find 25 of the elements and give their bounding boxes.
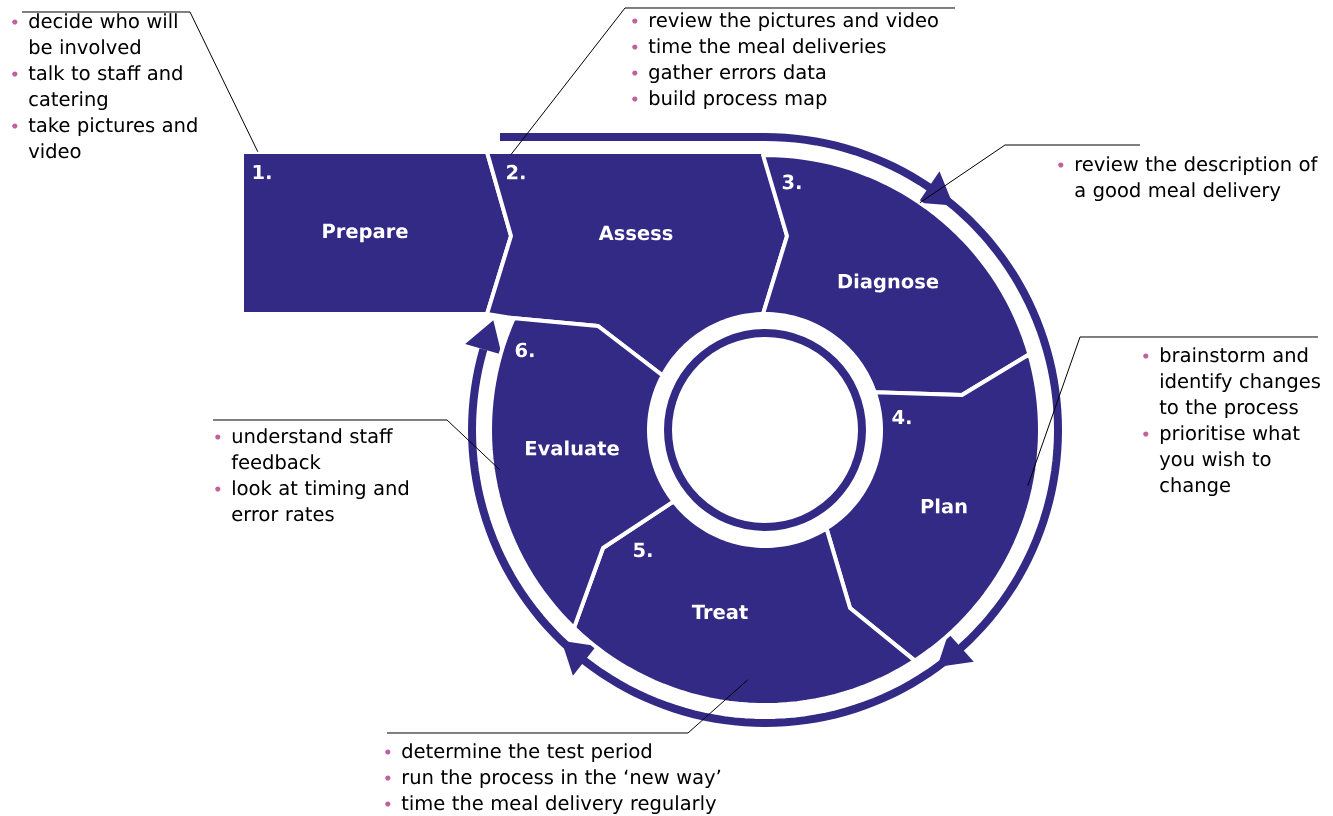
leader-line [212, 419, 501, 471]
node-label: run the process in the ‘new way’ [402, 769, 721, 789]
leader-line [21, 11, 259, 153]
node-label: time the meal delivery regularly [401, 795, 717, 815]
leader-line [386, 679, 749, 734]
stage-segment: 5. Treat [572, 499, 917, 707]
bullet-list: determine the test period run the process in the ‘new way’ time the meal delivery regularly [385, 743, 721, 815]
leader-line [1027, 336, 1319, 487]
node-label: prioritise what you wish to change [1159, 425, 1300, 497]
bullet-list: understand staff feedback look at timing and error rates [215, 428, 408, 522]
node-label: time the meal deliveries [648, 38, 886, 54]
leader-line [919, 144, 1141, 204]
node-label: determine the test period [402, 743, 651, 763]
bullet-list: review the description of a good meal delivery [1058, 156, 1318, 202]
node-label: look at timing and error rates [232, 480, 409, 522]
stage-segment: 3. Diagnose [761, 153, 1032, 397]
bullet-list: brainstorm and identify changes to the process prioritise what you wish to change [1143, 347, 1320, 497]
bullet-list: review the pictures and video time the meal deliveries gather errors data build process map [632, 12, 938, 110]
node-label: build process map [649, 90, 827, 110]
node-label: gather errors data [649, 64, 826, 84]
leader-line [510, 7, 956, 156]
stage-segment: 4. Plan [824, 352, 1042, 663]
bullet-list: decide who will be involved talk to staff and catering take pictures and video [12, 13, 197, 159]
node-label: take pictures and video [28, 117, 197, 159]
node-label: review the pictures and video [649, 12, 938, 32]
